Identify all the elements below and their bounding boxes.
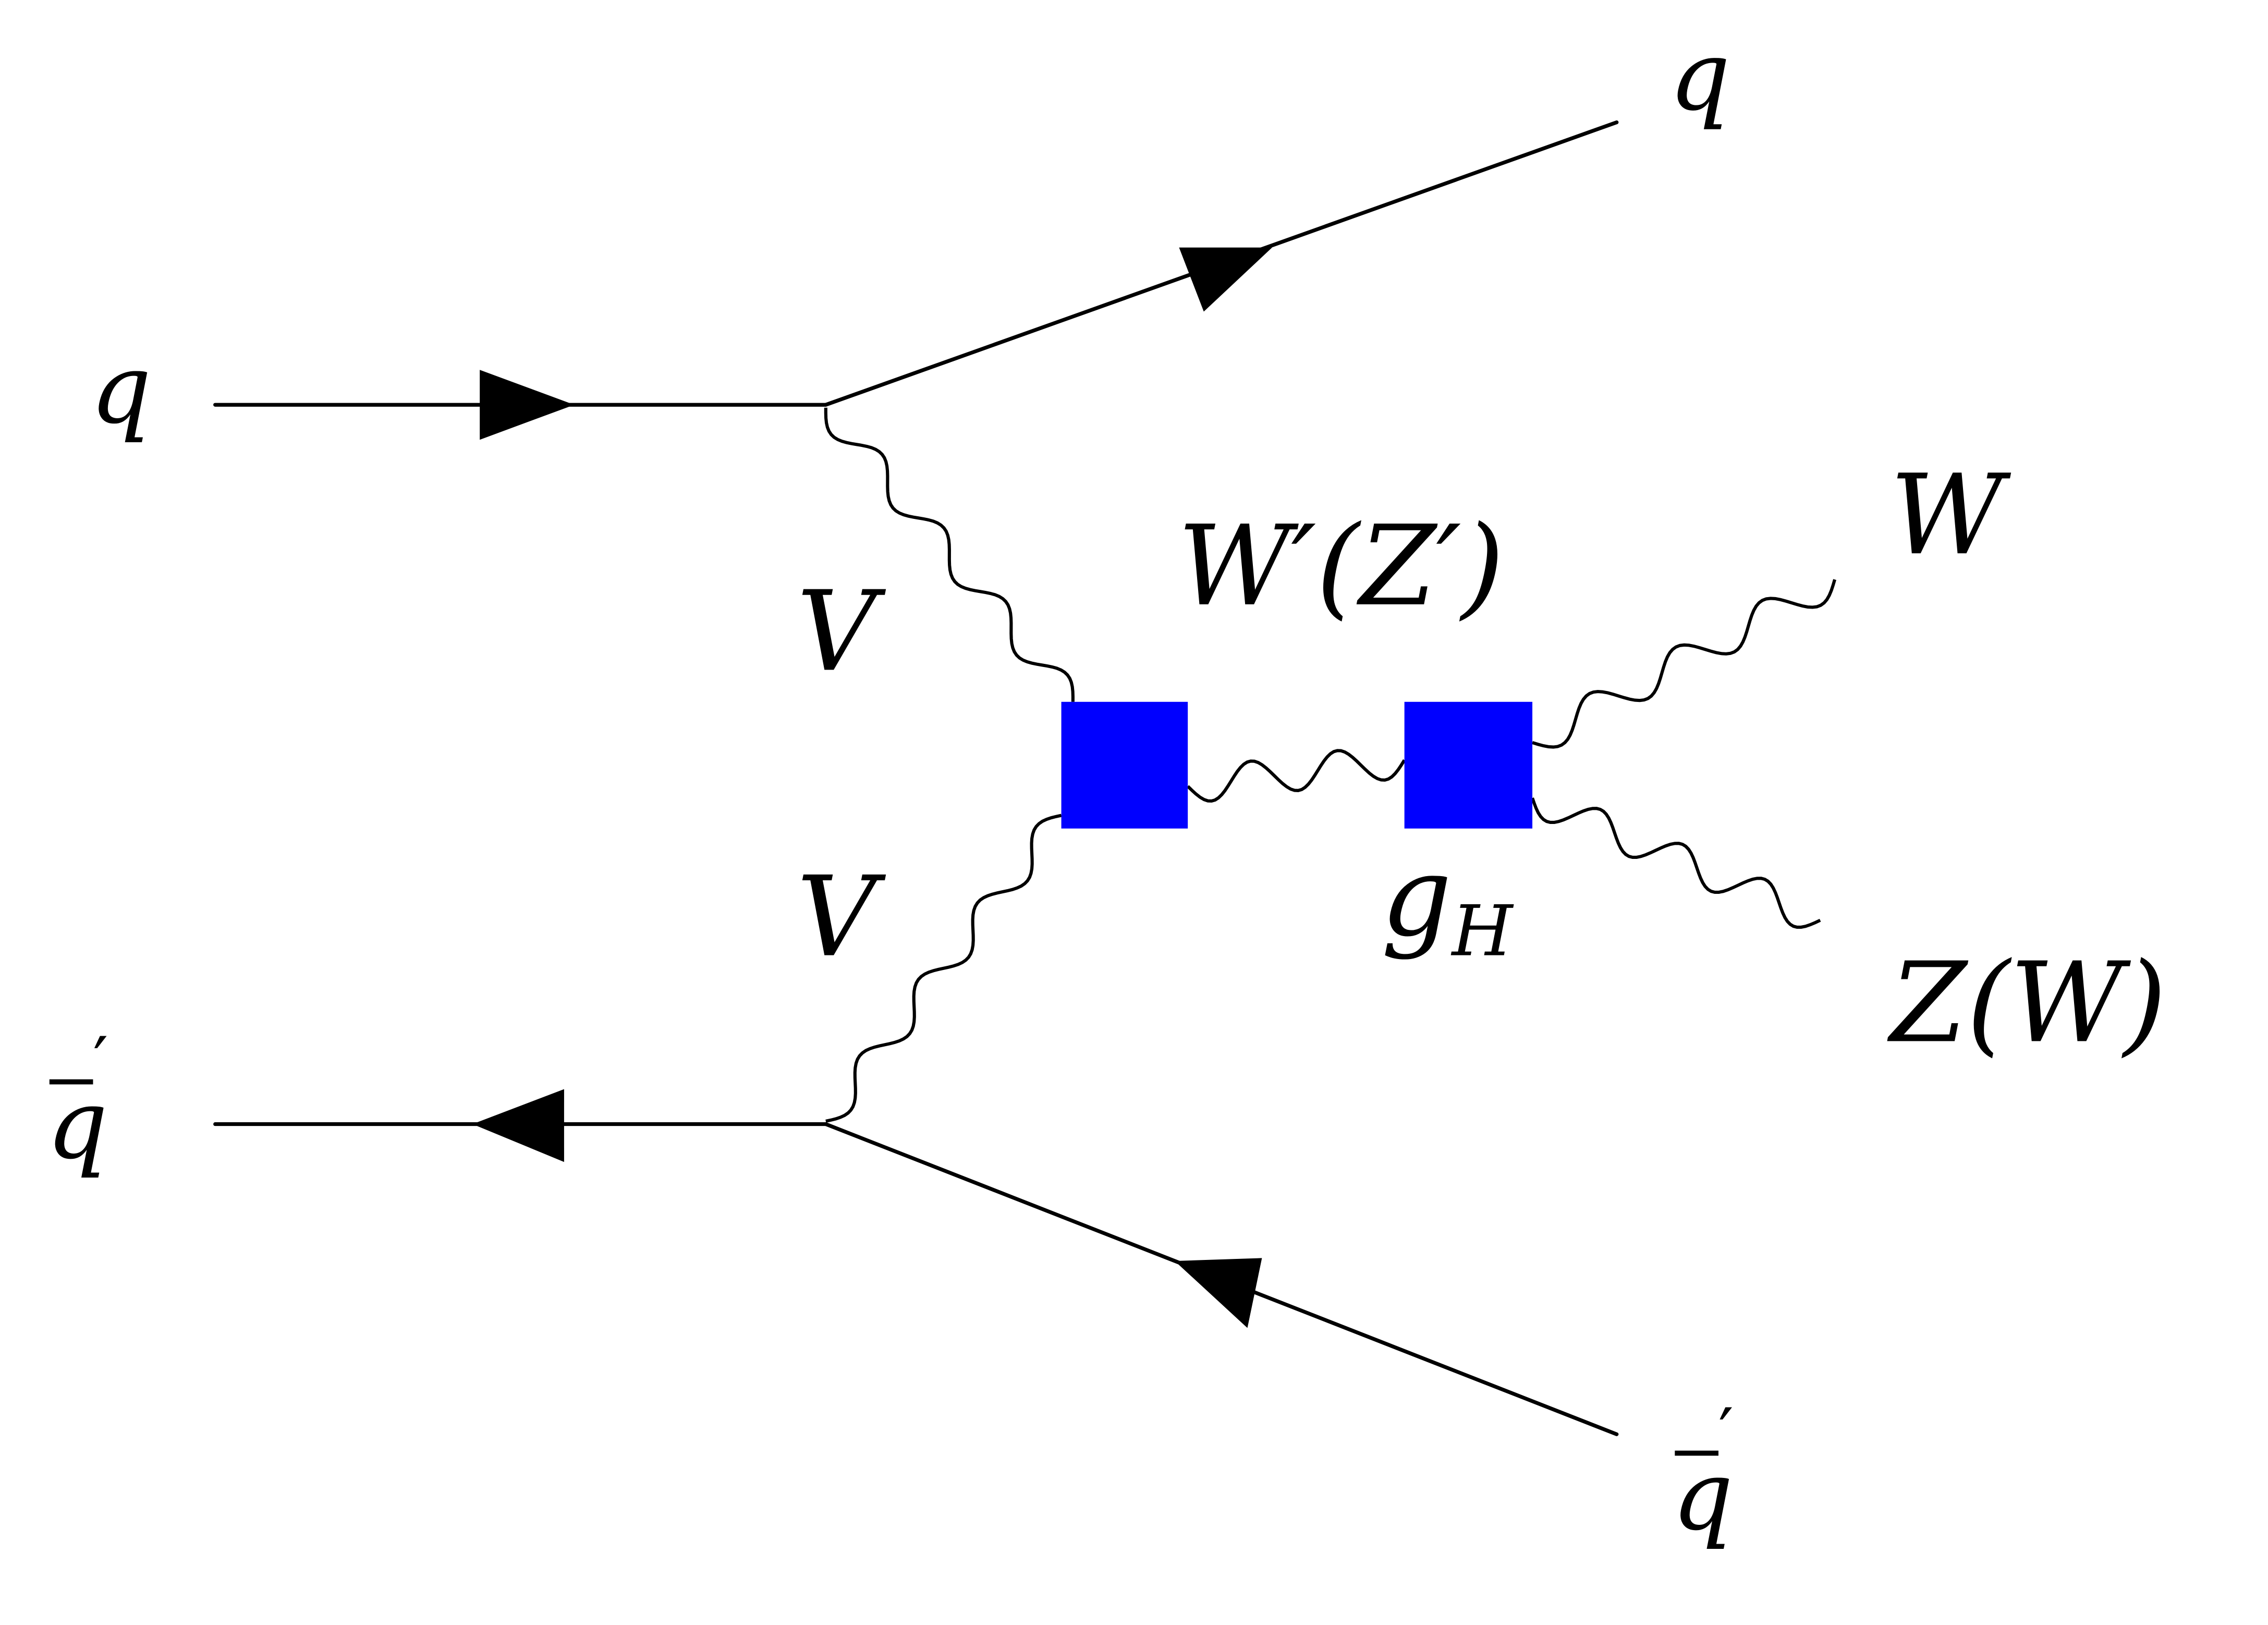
z-boson-line	[1531, 797, 1821, 929]
outgoing-quark-label: q	[1669, 20, 1730, 132]
resonance-main-label: W′	[1178, 502, 1316, 631]
z-boson-label: Z(W)	[1887, 939, 2166, 1068]
lower-v-label: V	[797, 853, 886, 981]
svg-text:′: ′	[1718, 1394, 1734, 1472]
lower-v-boson-line	[825, 814, 1062, 1123]
vv-resonance-vertex	[1061, 701, 1188, 829]
upper-v-boson-line	[824, 407, 1075, 702]
coupling-base: g	[1381, 832, 1452, 961]
svg-text:q: q	[1672, 1440, 1734, 1552]
outgoing-quark-arrow-icon	[1179, 247, 1272, 312]
coupling-subscript: H	[1450, 891, 1514, 972]
incoming-antiquark-arrow-icon	[472, 1089, 564, 1162]
incoming-quark-arrow-icon	[480, 370, 575, 440]
w-boson-line	[1532, 579, 1836, 749]
gh-coupling-vertex	[1404, 701, 1533, 829]
resonance-label: W′(Z′)	[1178, 502, 1505, 631]
w-boson-label: W	[1890, 451, 2011, 580]
svg-text:q: q	[46, 1069, 108, 1181]
resonance-alt-label: (Z′)	[1316, 502, 1505, 631]
coupling-label: gH	[1381, 832, 1514, 972]
svg-text:′: ′	[93, 1023, 108, 1101]
outgoing-antiquark-label: q ′	[1672, 1394, 1734, 1552]
incoming-quark-label: q	[90, 334, 152, 445]
upper-v-label: V	[797, 567, 886, 696]
resonance-boson-line	[1187, 749, 1406, 803]
incoming-antiquark-label: q ′	[46, 1023, 108, 1181]
outgoing-antiquark-arrow-icon	[1175, 1258, 1262, 1328]
